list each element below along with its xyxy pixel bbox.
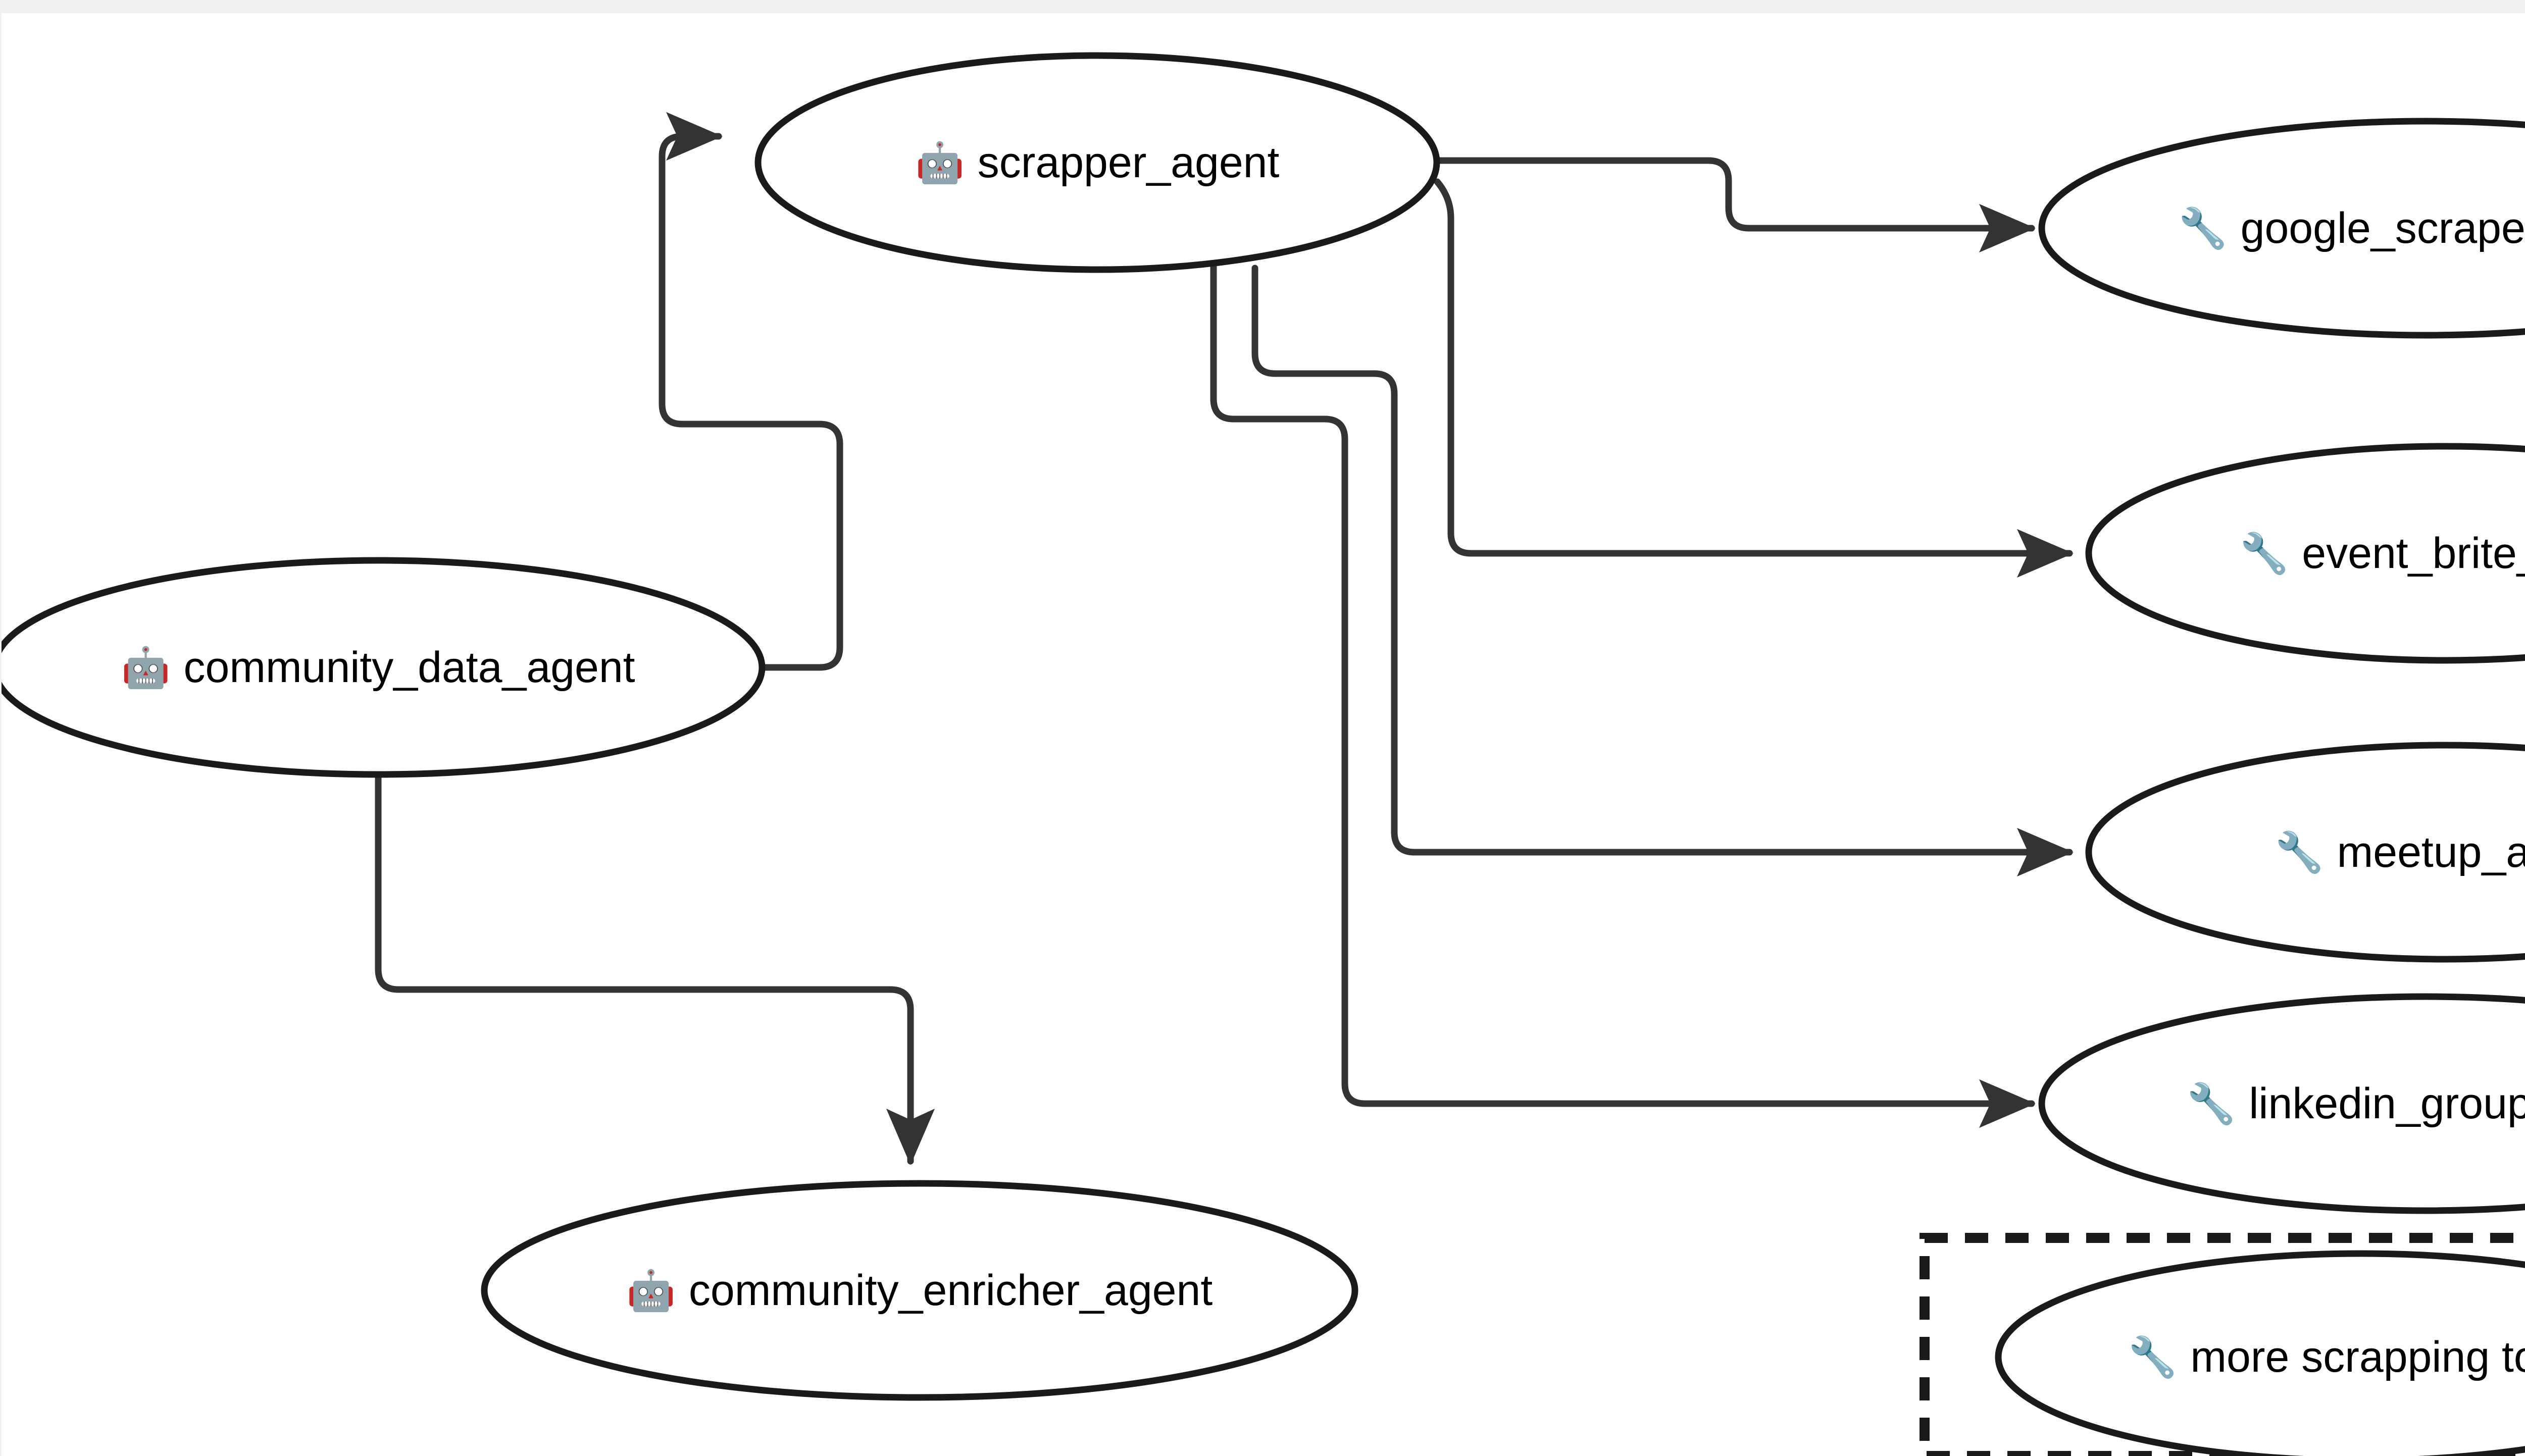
edge-community-data-agent-to-community-enricher-agent [375,769,935,1165]
edge-scrapper-agent-to-meetup-agent [1251,265,2074,877]
edge-scrapper-agent-to-event-brite-agent [1434,178,2074,578]
edge-community-data-agent-to-scrapper-agent [659,112,843,671]
window-top-bar [2,0,2525,13]
more-scrapping-tools-group-box [1920,1233,2525,1456]
edge-scrapper-agent-to-google-scraper-agent [1423,157,2036,253]
node-more-scrapping-tools[interactable] [1995,1250,2525,1456]
node-community-enricher-agent[interactable] [481,1180,1358,1401]
node-scrapper-agent[interactable] [754,52,1440,273]
node-community-data-agent[interactable] [2,557,766,778]
node-event-brite-agent[interactable] [2085,443,2525,664]
edge-scrapper-agent-to-linkedin-group-agent [1210,258,2036,1128]
node-linkedin-group-agent[interactable] [2038,993,2525,1214]
node-meetup-agent[interactable] [2085,742,2525,963]
node-google-scraper-agent[interactable] [2038,118,2525,339]
